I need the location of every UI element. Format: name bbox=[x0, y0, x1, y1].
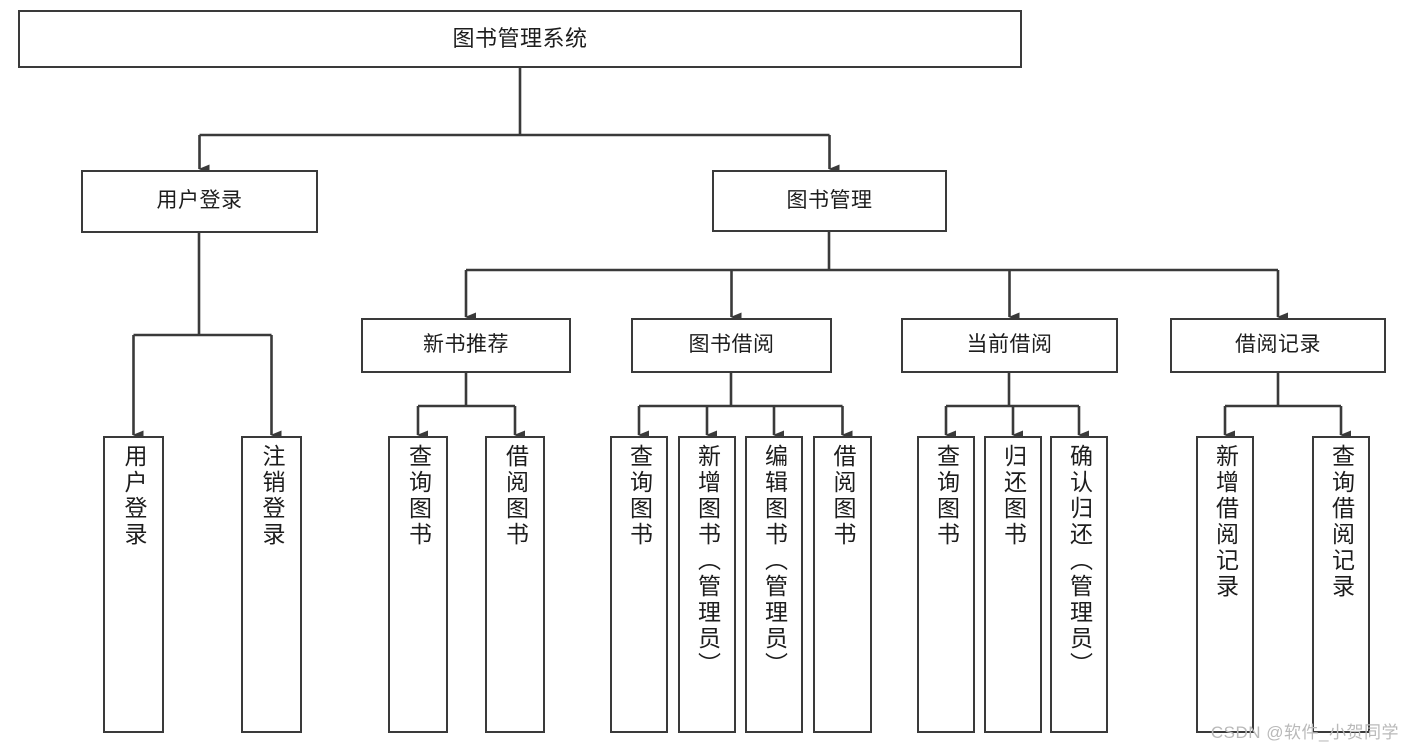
node-leaf-borrow-1[interactable]: 查询图书 bbox=[610, 436, 668, 733]
node-leaf-login-1[interactable]: 用户登录 bbox=[103, 436, 164, 733]
node-label-leaf-cur-3: 确认归还（管理员） bbox=[1066, 444, 1093, 678]
node-leaf-rec-1[interactable]: 新增借阅记录 bbox=[1196, 436, 1254, 733]
node-label-leaf-rec-1: 新增借阅记录 bbox=[1212, 444, 1239, 600]
node-newbook[interactable]: 新书推荐 bbox=[361, 318, 571, 373]
node-leaf-cur-1[interactable]: 查询图书 bbox=[917, 436, 975, 733]
node-label-leaf-new-1: 查询图书 bbox=[405, 444, 432, 548]
node-label-leaf-borrow-4: 借阅图书 bbox=[830, 444, 856, 548]
node-label-bookmgmt: 图书管理 bbox=[786, 188, 873, 212]
node-label-leaf-borrow-3: 编辑图书（管理员） bbox=[761, 444, 788, 678]
node-label-leaf-new-2: 借阅图书 bbox=[502, 444, 529, 548]
node-leaf-cur-3[interactable]: 确认归还（管理员） bbox=[1050, 436, 1108, 733]
node-borrow[interactable]: 图书借阅 bbox=[631, 318, 832, 373]
node-bookmgmt[interactable]: 图书管理 bbox=[712, 170, 947, 232]
node-label-root: 图书管理系统 bbox=[452, 26, 588, 52]
node-label-leaf-login-2: 注销登录 bbox=[259, 444, 285, 548]
node-label-leaf-cur-1: 查询图书 bbox=[933, 444, 960, 548]
node-label-leaf-rec-2: 查询借阅记录 bbox=[1328, 444, 1355, 600]
node-leaf-new-1[interactable]: 查询图书 bbox=[388, 436, 448, 733]
node-login[interactable]: 用户登录 bbox=[81, 170, 318, 233]
node-label-current: 当前借阅 bbox=[966, 333, 1053, 357]
node-label-records: 借阅记录 bbox=[1235, 333, 1321, 357]
node-current[interactable]: 当前借阅 bbox=[901, 318, 1118, 373]
node-label-newbook: 新书推荐 bbox=[423, 333, 509, 357]
node-label-leaf-borrow-1: 查询图书 bbox=[626, 444, 653, 548]
watermark-label: CSDN @软件_小贺同学 bbox=[1210, 723, 1399, 742]
node-leaf-login-2[interactable]: 注销登录 bbox=[241, 436, 302, 733]
node-label-leaf-borrow-2: 新增图书（管理员） bbox=[694, 444, 721, 678]
node-leaf-new-2[interactable]: 借阅图书 bbox=[485, 436, 545, 733]
node-leaf-cur-2[interactable]: 归还图书 bbox=[984, 436, 1042, 733]
node-label-login: 用户登录 bbox=[156, 189, 243, 213]
node-leaf-rec-2[interactable]: 查询借阅记录 bbox=[1312, 436, 1370, 733]
node-label-leaf-cur-2: 归还图书 bbox=[1000, 444, 1027, 548]
node-records[interactable]: 借阅记录 bbox=[1170, 318, 1386, 373]
node-leaf-borrow-2[interactable]: 新增图书（管理员） bbox=[678, 436, 736, 733]
node-label-borrow: 图书借阅 bbox=[688, 333, 775, 357]
node-root[interactable]: 图书管理系统 bbox=[18, 10, 1022, 68]
node-leaf-borrow-4[interactable]: 借阅图书 bbox=[813, 436, 872, 733]
node-label-leaf-login-1: 用户登录 bbox=[121, 444, 147, 548]
node-leaf-borrow-3[interactable]: 编辑图书（管理员） bbox=[745, 436, 803, 733]
